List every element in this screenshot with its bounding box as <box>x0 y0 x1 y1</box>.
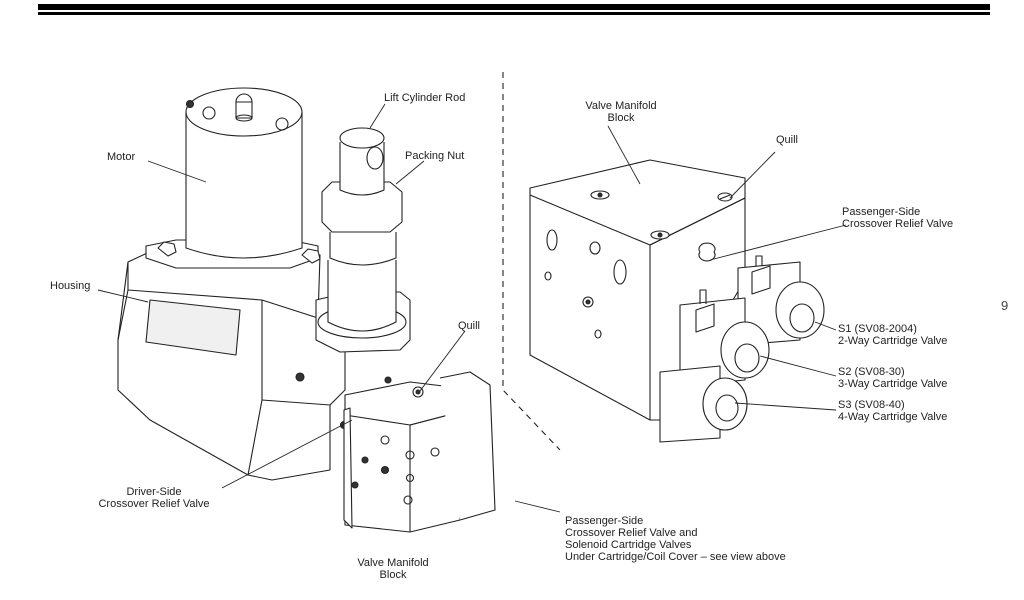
label-housing: Housing <box>50 280 91 292</box>
label-lift-cylinder-rod: Lift Cylinder Rod <box>384 92 466 104</box>
label-s1-cartridge-valve: S1 (SV08-2004)2-Way Cartridge Valve <box>838 323 948 347</box>
lift-cylinder-shape <box>315 127 411 353</box>
motor-shape <box>145 87 321 269</box>
housing-shape <box>117 247 349 481</box>
left-valve-block-shape <box>343 371 496 533</box>
label-packing-nut: Packing Nut <box>405 150 465 162</box>
label-motor: Motor <box>107 151 136 163</box>
label-s3-cartridge-valve: S3 (SV08-40)4-Way Cartridge Valve <box>838 399 948 423</box>
solenoid-valves-shape <box>659 255 825 443</box>
header-rule <box>38 4 990 12</box>
leader-lines <box>97 103 847 513</box>
label-quill-left: Quill <box>458 320 481 332</box>
view-separator-dashed <box>502 72 561 451</box>
label-s2-cartridge-valve: S2 (SV08-30)3-Way Cartridge Valve <box>838 366 948 390</box>
page-number: 9 <box>1001 298 1009 313</box>
label-quill-right: Quill <box>776 134 799 146</box>
right-valve-block-shape <box>529 159 746 421</box>
